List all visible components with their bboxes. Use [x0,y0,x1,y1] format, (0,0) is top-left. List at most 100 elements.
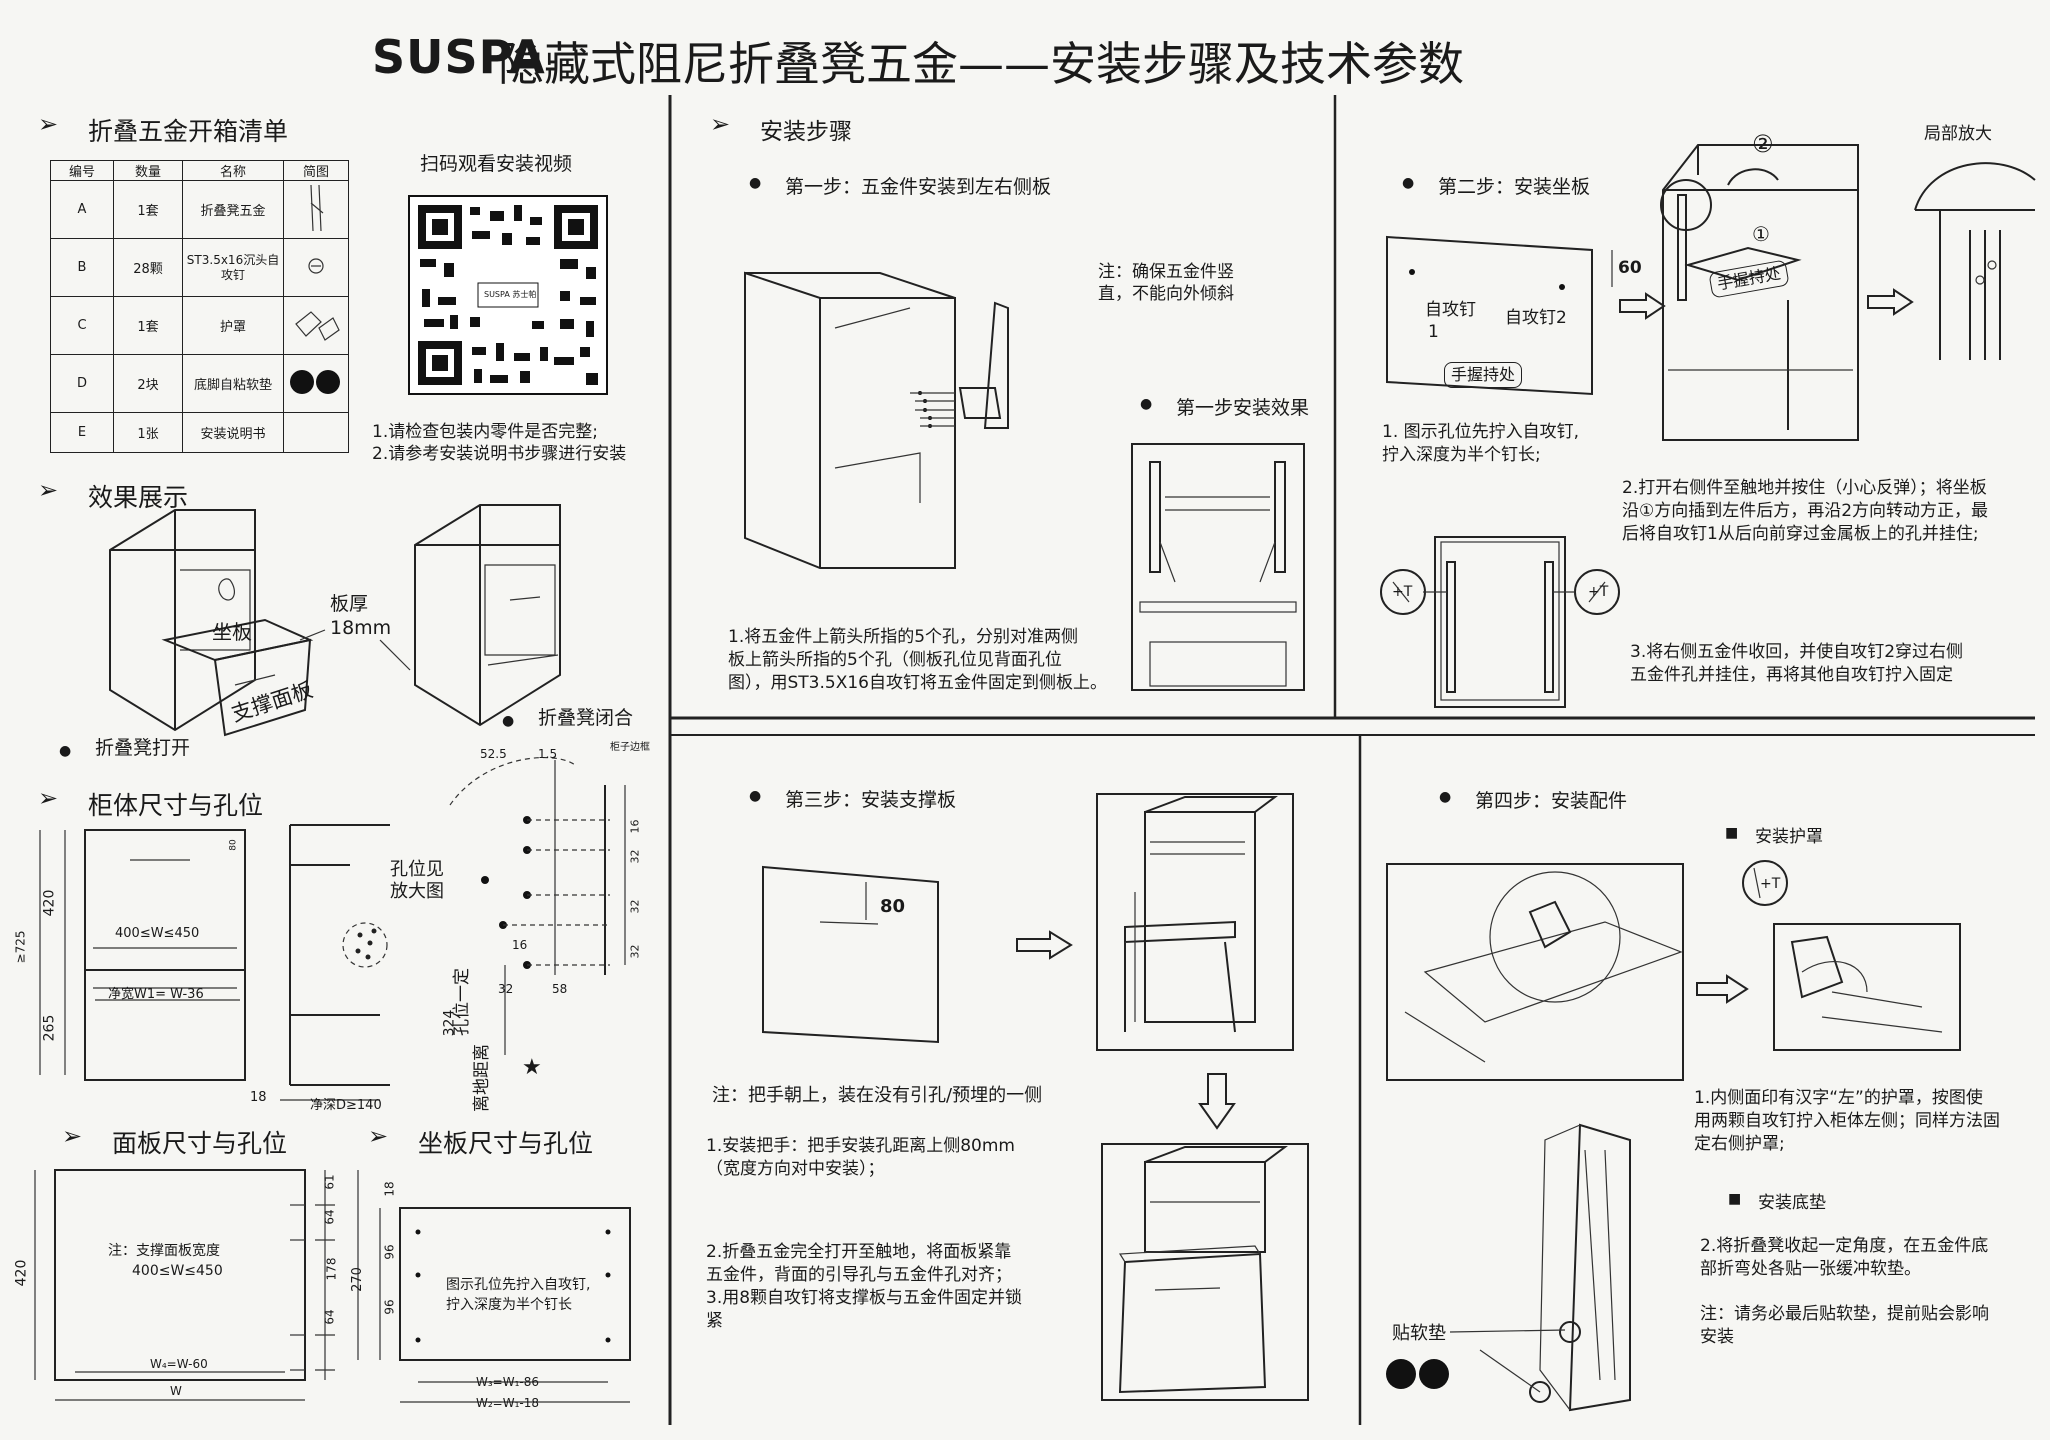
dim-32: 32 [498,982,514,996]
step4-text-4: 2.将折叠凳收起一定角度，在五金件底 [1700,1236,1989,1256]
qr-caption: 扫码观看安装视频 [420,153,573,175]
seat-dim-w3: W₃=W₁-86 [476,1375,540,1389]
step4-note-1: 注：请务必最后贴软垫，提前贴会影响 [1700,1304,1989,1324]
step2-text-6: 3.将右侧五金件收回，并使自攻钉2穿过右侧 [1630,642,1964,662]
step2-text-5: 后将自攻钉1从后向前穿过金属板上的孔并挂住; [1622,524,1979,544]
seat-dim-96b: 96 [382,1299,397,1315]
step2-title: 第二步：安装坐板 [1402,172,1590,199]
seat-dim-18: 18 [382,1181,397,1197]
effect-title: 效果展示 [38,476,188,514]
table-row: E 1张 安装说明书 [50,412,349,453]
panel-h420: 420 [13,1259,30,1287]
table-row: D 2块 底脚自粘软垫 [50,354,349,413]
step3-title: 第三步：安装支撑板 [749,785,956,812]
circle-2-icon: ② [1752,130,1774,158]
screw-plus-icon: +T [1588,584,1609,600]
floor-note-1: 孔位一定 [452,968,472,1036]
pad-arrows [1449,1329,1566,1393]
label-seat: 坐板 [212,620,252,644]
guard-title: 安装护罩 [1725,822,1823,847]
step1-text-2: 板上箭头所指的5个孔（侧板孔位见背面孔位 [728,650,1062,670]
step2-text-2: 拧入深度为半个钉长; [1382,445,1541,465]
screwdriver-icon [1742,860,1788,906]
qr-logo: SUSPA 苏士帕 [484,290,537,299]
label-thickness-val: 18mm [330,617,392,639]
panel-drawing [34,1169,335,1401]
screw1-number: 1 [1428,322,1439,342]
steps-title: 安装步骤 [710,110,852,146]
col-name: 名称 [182,160,284,181]
label-open: 折叠凳打开 [59,736,190,763]
stool-open-illustration [109,509,314,737]
dim-v32c: 32 [628,944,642,959]
zoom-detail-illustration [1914,162,2036,360]
table-row: B 28颗 ST3.5x16沉头自攻钉 [50,238,349,297]
packing-title: 折叠五金开箱清单 [38,110,288,148]
floor-note-2: 离地距离 [472,1044,492,1112]
dim-58: 58 [552,982,568,996]
check-note-2: 2.请参考安装说明书步骤进行安装 [372,444,627,464]
step4-text-5: 部折弯处各贴一张缓冲软垫。 [1700,1259,1921,1279]
step1-text-3: 图），用ST3.5X16自攻钉将五金件固定到侧板上。 [728,673,1107,693]
step4-pad-illustration [1529,1123,1631,1412]
grip-label: 手握持处 [1444,362,1523,388]
panel-dim-178: 178 [324,1257,339,1281]
dim-18: 18 [250,1090,267,1105]
dim-1-5: 1.5 [538,747,558,761]
hinge-sketch-icon [283,180,349,239]
cabinet-title: 柜体尺寸与孔位 [38,784,263,822]
step1-illustration [744,271,1009,569]
seat-note-1: 图示孔位先拧入自攻钉, [446,1277,591,1293]
dim-v32b: 32 [628,899,642,914]
step2-text-1: 1. 图示孔位先拧入自攻钉, [1382,422,1580,442]
panel-dim-64b: 64 [322,1309,337,1325]
step1-note-2: 直，不能向外倾斜 [1098,284,1234,304]
panel-w4: W₄=W-60 [150,1357,208,1371]
step4-text-2: 用两颗自攻钉拧入柜体左侧；同样方法固 [1694,1111,2000,1131]
seat-dim-w2: W₂=W₁-18 [476,1396,540,1410]
arrow-down-icon [1198,1073,1236,1130]
step4-title: 第四步：安装配件 [1439,786,1627,813]
panel-dim-61: 61 [322,1174,337,1190]
step4-note-2: 安装 [1700,1327,1734,1347]
hole-detail-drawing [449,756,626,1055]
arrow-right-icon [1696,974,1749,1004]
label-closed: 折叠凳闭合 [502,706,633,733]
step3-note: 注：把手朝上，装在没有引孔/预埋的一侧 [712,1085,1043,1106]
seat-dim-270: 270 [349,1267,365,1292]
step1-title: 第一步：五金件安装到左右侧板 [749,172,1051,199]
check-note-1: 1.请检查包装内零件是否完整; [372,422,598,442]
step2-text-4: 沿①方向插到左件后方，再沿2方向转动方正，最 [1622,501,1989,521]
panel-title: 面板尺寸与孔位 [62,1122,287,1160]
col-sketch: 简图 [283,160,349,181]
seat-drawing [357,1170,631,1403]
dim-16: 16 [512,938,528,952]
step3-text-5: 3.用8颗自攻钉将支撑板与五金件固定并锁 [706,1288,1023,1308]
step1-note-1: 注：确保五金件竖 [1098,262,1234,282]
step4-text-1: 1.内侧面印有汉字“左”的护罩，按图使 [1694,1088,1983,1108]
step1-effect: 第一步安装效果 [1140,393,1309,420]
step2-dim60: 60 [1618,258,1642,278]
step2-seat-illustration [1386,235,1613,396]
step2-frame-illustration [1380,536,1620,708]
dim-v16: 16 [628,819,642,834]
guard-icon [283,296,349,355]
qr-code[interactable]: SUSPA 苏士帕 [408,195,608,395]
step2-text-3: 2.打开右侧件至触地并按住（小心反弹）；将坐板 [1622,478,1987,498]
zoom-label: 局部放大 [1924,124,1992,144]
seat-dim-96a: 96 [382,1244,397,1260]
step1-effect-illustration [1131,443,1305,691]
step1-text-1: 1.将五金件上箭头所指的5个孔，分别对准两侧 [728,627,1079,647]
panel-note-2: 400≤W≤450 [132,1263,223,1279]
foot-title: 安装底垫 [1728,1188,1826,1213]
seat-note-2: 拧入深度为半个钉长 [446,1297,572,1313]
step3-text-3: 2.折叠五金完全打开至触地，将面板紧靠 [706,1242,1012,1262]
step3-text-4: 五金件，背面的引导孔与五金件孔对齐； [706,1265,1012,1285]
table-row: A 1套 折叠凳五金 [50,180,349,239]
dim-80: 80 [228,839,239,851]
thickness-arrows [299,629,411,671]
page-title: 隐藏式阻尼折叠凳五金——安装步骤及技术参数 [498,37,1464,91]
step3-closed-illustration [1101,1143,1309,1401]
dim-edge: 柜子边框 [610,742,650,753]
